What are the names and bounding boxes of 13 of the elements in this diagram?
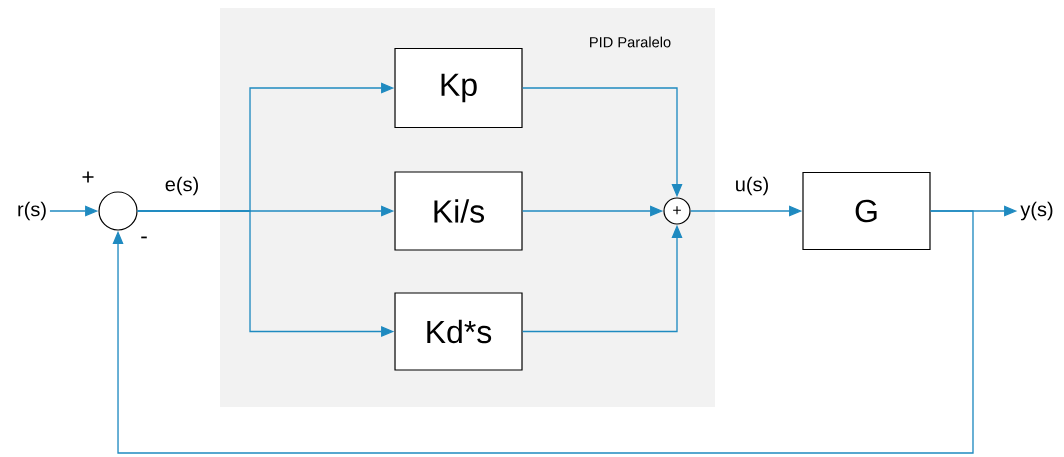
- arrow: [112, 210, 974, 454]
- summing-junction: +: [663, 197, 691, 225]
- sign-label: +: [82, 171, 94, 183]
- block: Kp: [394, 47, 523, 129]
- block: G: [802, 171, 931, 251]
- signal-label: y(s): [1020, 201, 1053, 221]
- summing-junction: [98, 191, 138, 231]
- edge-label: e(s): [165, 176, 198, 196]
- signal-label: r(s): [18, 201, 46, 221]
- edge-label: u(s): [736, 176, 768, 196]
- block: Ki/s: [394, 171, 523, 251]
- sign-label: -: [141, 236, 147, 239]
- block: Kd*s: [394, 292, 523, 371]
